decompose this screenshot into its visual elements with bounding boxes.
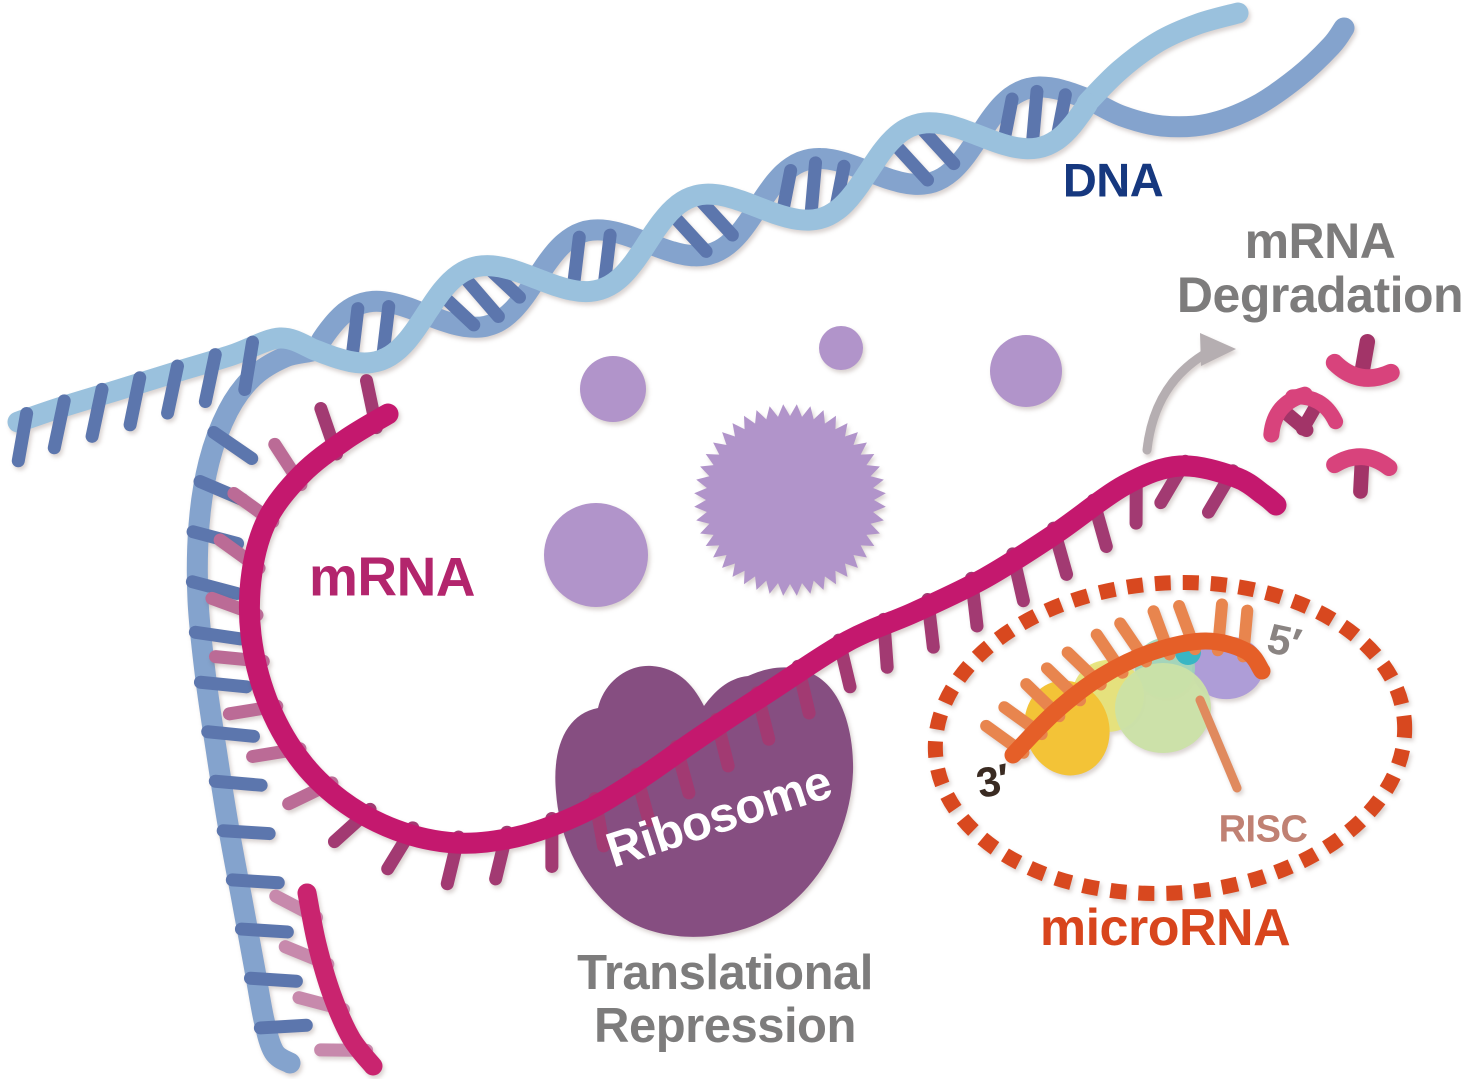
risc-blob <box>1115 663 1211 753</box>
degradation <box>1142 333 1400 499</box>
protein-bodies <box>544 326 1062 607</box>
degradation-arrow-icon <box>1142 346 1215 455</box>
dna-rung <box>345 302 365 365</box>
protein-circle <box>819 326 863 370</box>
dna-rung <box>566 230 586 293</box>
tooth <box>208 774 268 792</box>
mrna-degradation-line1: mRNA <box>1244 213 1396 269</box>
mrna-fragment <box>1326 448 1398 499</box>
mrna-fragment <box>1285 389 1344 436</box>
microrna-label: microRNA <box>1039 898 1291 957</box>
tooth <box>253 1018 313 1035</box>
risc-pointer-line <box>1195 695 1242 793</box>
dna-rung <box>775 163 798 219</box>
fragment-cap <box>1285 389 1344 430</box>
dna-rung <box>666 208 713 258</box>
nascent-strand <box>297 883 383 1076</box>
protein-circle <box>580 356 646 422</box>
coding-strand-teeth <box>11 335 260 468</box>
dna-rung <box>1025 84 1044 151</box>
tooth <box>198 348 222 409</box>
dna-rung <box>804 156 823 223</box>
dna-back-strand <box>186 17 1355 1074</box>
dna-rung <box>457 269 505 324</box>
translational-repression-line2: Repression <box>594 999 856 1053</box>
dna-front-strand <box>7 2 1249 433</box>
microrna-strand <box>1004 632 1271 764</box>
microrna-dotted-boundary <box>927 575 1413 901</box>
tooth <box>123 371 147 432</box>
protein-circle <box>544 503 648 607</box>
mrna-strand <box>238 403 1287 854</box>
tooth <box>188 625 248 646</box>
fragment-cap <box>1326 448 1398 477</box>
mrna-degradation-label: mRNA Degradation <box>1176 213 1464 323</box>
ribosome-mrna <box>205 374 1287 1076</box>
translational-repression-line1: Translational <box>577 946 873 1001</box>
tooth <box>185 575 244 601</box>
tooth <box>85 382 109 443</box>
translational-repression-label: Translational Repression <box>577 947 873 1053</box>
mrna-fragment <box>1325 333 1400 387</box>
tooth <box>201 725 260 743</box>
dna-rung <box>997 92 1019 148</box>
tooth <box>11 407 34 468</box>
tooth <box>47 394 71 455</box>
spiky-protein <box>694 404 886 596</box>
tooth <box>238 335 260 397</box>
tooth <box>216 824 276 841</box>
dna-rung <box>887 137 935 187</box>
mrna-label: mRNA <box>308 545 476 608</box>
tooth <box>193 675 253 694</box>
dna-rung <box>436 289 481 332</box>
tooth <box>243 971 303 988</box>
degradation-arrowhead-icon <box>1200 333 1236 366</box>
microrna-complex <box>927 575 1413 901</box>
protein-circle <box>990 335 1062 407</box>
tooth <box>225 873 285 890</box>
tooth <box>207 425 259 465</box>
dna-label: DNA <box>1062 153 1164 207</box>
tooth <box>161 359 184 420</box>
risc-label: RISC <box>1218 808 1308 851</box>
fragment-cap <box>1325 353 1400 387</box>
ribosome-body <box>555 665 854 937</box>
tooth <box>234 922 294 939</box>
mrna-degradation-line2: Degradation <box>1176 267 1464 323</box>
